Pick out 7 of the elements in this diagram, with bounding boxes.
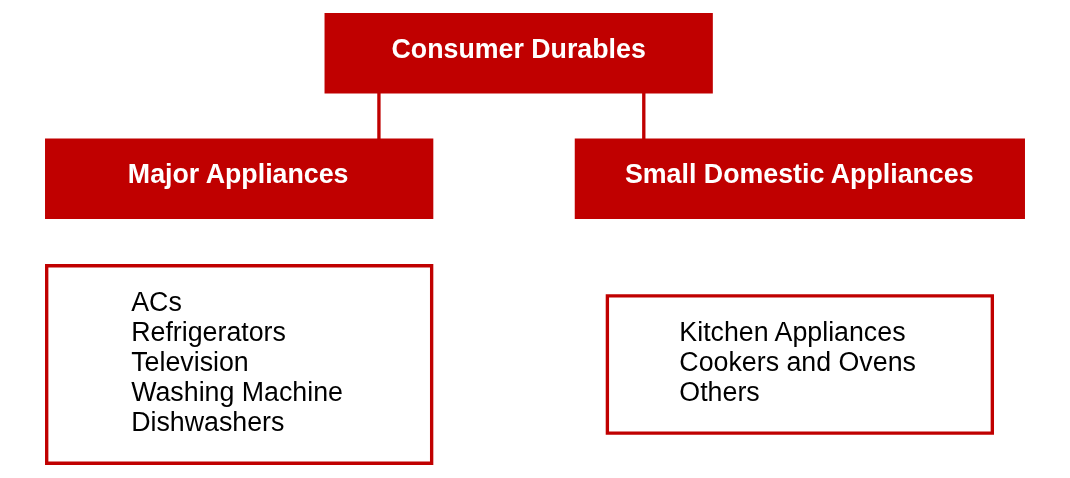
node-box: Consumer Durables — [324, 13, 713, 94]
node-box: Major Appliances — [45, 138, 434, 219]
node-box: ACs Refrigerators Television Washing Machine Dishwashers — [45, 264, 434, 465]
node-box: Small Domestic Appliances — [574, 138, 1025, 219]
node-box: Kitchen Appliances Cookers and Ovens Others — [605, 294, 994, 435]
connector — [377, 92, 381, 141]
connector — [642, 92, 646, 141]
